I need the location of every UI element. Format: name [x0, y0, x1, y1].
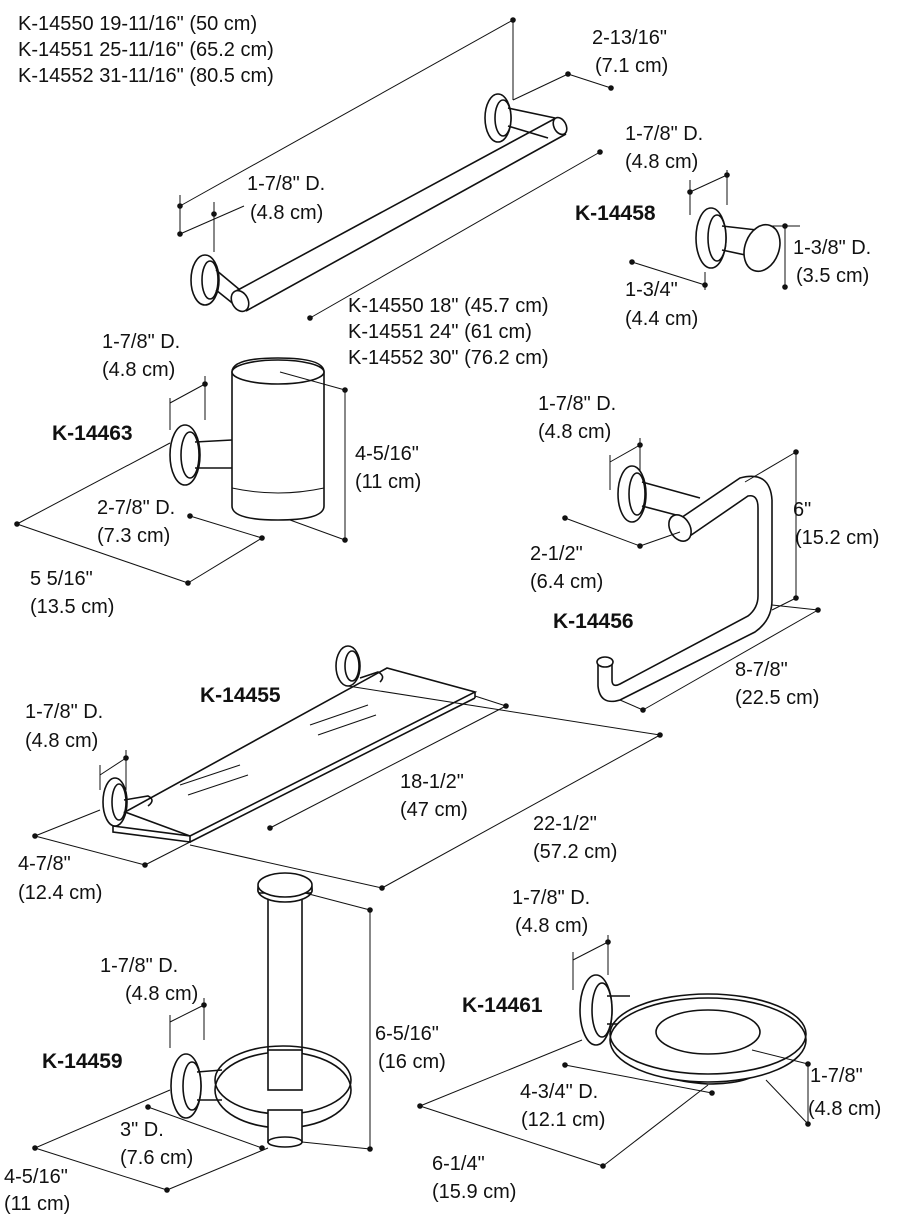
towel-bar-drawing: K-14550 19-11/16" (50 cm) K-14551 25-11/…: [18, 13, 668, 369]
robe-hook-knob-cm: (3.5 cm): [796, 265, 869, 287]
towel-bar-size-3: 31-11/16" (80.5 cm): [99, 65, 274, 87]
tumbler-projection-in: 5 5/16": [30, 568, 93, 590]
soap-dish-flange-in: 1-7/8" D.: [512, 887, 590, 909]
shelf-depth-in: 4-7/8": [18, 853, 71, 875]
tissue-holder-width-cm: (22.5 cm): [735, 687, 819, 709]
towel-bar-model-3: K-14552: [18, 65, 94, 87]
soap-dish-model: K-14461: [462, 994, 543, 1017]
tumbler-flange-in: 1-7/8" D.: [102, 331, 180, 353]
tumbler-height-in: 4-5/16": [355, 443, 419, 465]
soap-dish-projection-cm: (15.9 cm): [432, 1181, 516, 1203]
soap-dish-height-in: 1-7/8": [810, 1065, 863, 1087]
tissue-holder-projection-in: 2-1/2": [530, 543, 583, 565]
tissue-holder-drawing: 1-7/8" D. (4.8 cm) 6" (15.2 cm) 2-1/2" (…: [530, 393, 879, 713]
spare-holder-drawing: 1-7/8" D. (4.8 cm) K-14459 6-5/16" (16 c…: [4, 872, 446, 1215]
robe-hook-flange-cm: (4.8 cm): [625, 151, 698, 173]
towel-bar-projection-cm: (7.1 cm): [595, 55, 668, 77]
soap-dish-drawing: 1-7/8" D. (4.8 cm) K-14461 1-7/8" (4.8 c…: [417, 887, 881, 1203]
towel-bar-center-model-3: K-14552: [348, 347, 424, 369]
tumbler-drawing: 1-7/8" D. (4.8 cm) K-14463 4-5/16" (11 c…: [14, 331, 421, 618]
spare-holder-projection-cm: (11 cm): [4, 1193, 70, 1215]
tissue-holder-height-cm: (15.2 cm): [795, 527, 879, 549]
tumbler-cup-cm: (7.3 cm): [97, 525, 170, 547]
soap-dish-diameter-in: 4-3/4" D.: [520, 1081, 598, 1103]
towel-bar-model-2: K-14551: [18, 39, 94, 61]
towel-bar-model-1: K-14550: [18, 13, 94, 35]
tumbler-model: K-14463: [52, 422, 133, 445]
shelf-flange-cm: (4.8 cm): [25, 730, 98, 752]
towel-bar-flange-cm: (4.8 cm): [250, 202, 323, 224]
svg-text:K-14552 31-11/16" (80.5 cm): K-14552 31-11/16" (80.5 cm): [18, 65, 274, 87]
soap-dish-projection-in: 6-1/4": [432, 1153, 485, 1175]
towel-bar-center-size-1: 18" (45.7 cm): [429, 295, 548, 317]
towel-bar-center-model-1: K-14550: [348, 295, 424, 317]
robe-hook-knob-in: 1-3/8" D.: [793, 237, 871, 259]
svg-text:K-14551 25-11/16" (65.2 cm): K-14551 25-11/16" (65.2 cm): [18, 39, 274, 61]
robe-hook-flange-in: 1-7/8" D.: [625, 123, 703, 145]
svg-text:K-14550 18" (45.7 cm): K-14550 18" (45.7 cm): [348, 295, 549, 317]
shelf-glass-cm: (47 cm): [400, 799, 468, 821]
shelf-overall-cm: (57.2 cm): [533, 841, 617, 863]
spare-holder-flange-in: 1-7/8" D.: [100, 955, 178, 977]
towel-bar-center-size-3: 30" (76.2 cm): [429, 347, 548, 369]
svg-text:K-14550 19-11/16" (50 cm): K-14550 19-11/16" (50 cm): [18, 13, 257, 35]
robe-hook-drawing: 1-7/8" D. (4.8 cm) K-14458 1-3/8" D. (3.…: [575, 123, 871, 330]
soap-dish-flange-cm: (4.8 cm): [515, 915, 588, 937]
spare-holder-plate-in: 3" D.: [120, 1119, 164, 1141]
spare-holder-projection-in: 4-5/16": [4, 1166, 68, 1188]
towel-bar-center-model-2: K-14551: [348, 321, 424, 343]
tissue-holder-projection-cm: (6.4 cm): [530, 571, 603, 593]
soap-dish-height-cm: (4.8 cm): [808, 1098, 881, 1120]
spare-holder-flange-cm: (4.8 cm): [125, 983, 198, 1005]
tissue-holder-flange-in: 1-7/8" D.: [538, 393, 616, 415]
shelf-overall-in: 22-1/2": [533, 813, 597, 835]
towel-bar-flange-in: 1-7/8" D.: [247, 173, 325, 195]
tumbler-flange-cm: (4.8 cm): [102, 359, 175, 381]
tissue-holder-model: K-14456: [553, 610, 634, 633]
towel-bar-projection-in: 2-13/16": [592, 27, 667, 49]
spare-holder-height-cm: (16 cm): [378, 1051, 446, 1073]
svg-text:K-14552 30" (76.2 cm): K-14552 30" (76.2 cm): [348, 347, 549, 369]
towel-bar-center-size-2: 24" (61 cm): [429, 321, 532, 343]
spare-holder-model: K-14459: [42, 1050, 123, 1073]
shelf-flange-in: 1-7/8" D.: [25, 701, 103, 723]
soap-dish-diameter-cm: (12.1 cm): [521, 1109, 605, 1131]
svg-text:K-14551 24" (61 cm): K-14551 24" (61 cm): [348, 321, 532, 343]
shelf-depth-cm: (12.4 cm): [18, 882, 102, 904]
shelf-glass-in: 18-1/2": [400, 771, 464, 793]
tumbler-cup-in: 2-7/8" D.: [97, 497, 175, 519]
shelf-drawing: K-14455 1-7/8" D. (4.8 cm) 18-1/2" (47 c…: [18, 645, 663, 904]
robe-hook-model: K-14458: [575, 202, 656, 225]
towel-bar-size-1: 19-11/16" (50 cm): [99, 13, 257, 35]
spare-holder-height-in: 6-5/16": [375, 1023, 439, 1045]
robe-hook-projection-cm: (4.4 cm): [625, 308, 698, 330]
tumbler-projection-cm: (13.5 cm): [30, 596, 114, 618]
towel-bar-size-2: 25-11/16" (65.2 cm): [99, 39, 274, 61]
spare-holder-plate-cm: (7.6 cm): [120, 1147, 193, 1169]
tissue-holder-width-in: 8-7/8": [735, 659, 788, 681]
tumbler-height-cm: (11 cm): [355, 471, 421, 493]
shelf-model: K-14455: [200, 684, 281, 707]
robe-hook-projection-in: 1-3/4": [625, 279, 678, 301]
tissue-holder-flange-cm: (4.8 cm): [538, 421, 611, 443]
tissue-holder-height-in: 6": [793, 499, 811, 521]
